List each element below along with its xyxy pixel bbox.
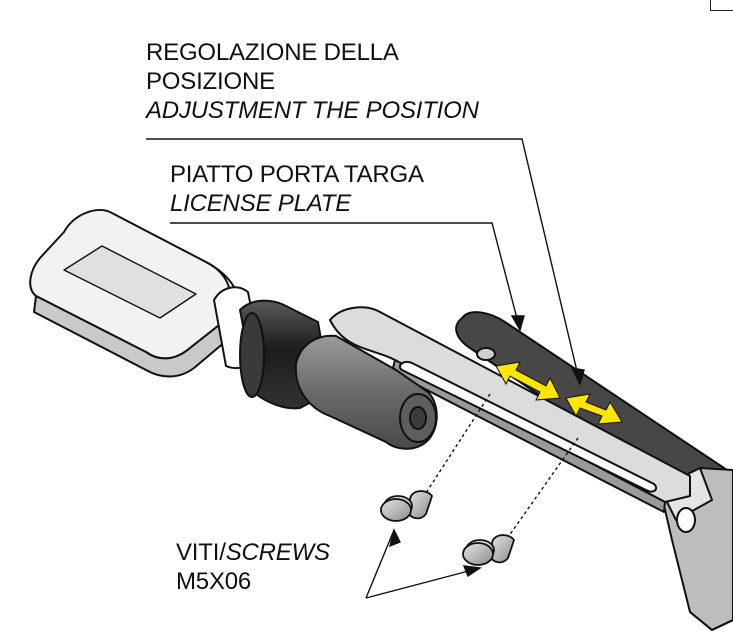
adjustment-label-line2: POSIZIONE [146, 68, 275, 95]
indicator-housing [29, 209, 241, 378]
adjustment-label-line3: ADJUSTMENT THE POSITION [146, 97, 479, 124]
adjustment-label: REGOLAZIONE DELLA POSIZIONE ADJUSTMENT T… [146, 38, 479, 125]
stem-cone [294, 334, 438, 450]
screws-label-line1: VITI/SCREWS [176, 538, 330, 567]
adjustment-arrows [495, 361, 623, 425]
bracket-mount [659, 467, 733, 631]
corner-mark [710, 0, 733, 11]
screw-1 [380, 490, 434, 522]
license-plate-label: PIATTO PORTA TARGA LICENSE PLATE [170, 160, 424, 218]
license-plate-label-line2: LICENSE PLATE [170, 190, 352, 217]
screws-label-en: SCREWS [225, 539, 330, 566]
screws-label: VITI/SCREWS M5X06 [176, 538, 330, 596]
license-plate-label-line1: PIATTO PORTA TARGA [170, 161, 424, 188]
screws-label-line2: M5X06 [176, 568, 252, 595]
leader-lines [146, 138, 585, 599]
screw-axis-lines [423, 393, 579, 541]
screw-2 [462, 534, 516, 566]
adjustment-label-line1: REGOLAZIONE DELLA [146, 39, 399, 66]
screws-label-it: VITI/ [176, 539, 226, 566]
